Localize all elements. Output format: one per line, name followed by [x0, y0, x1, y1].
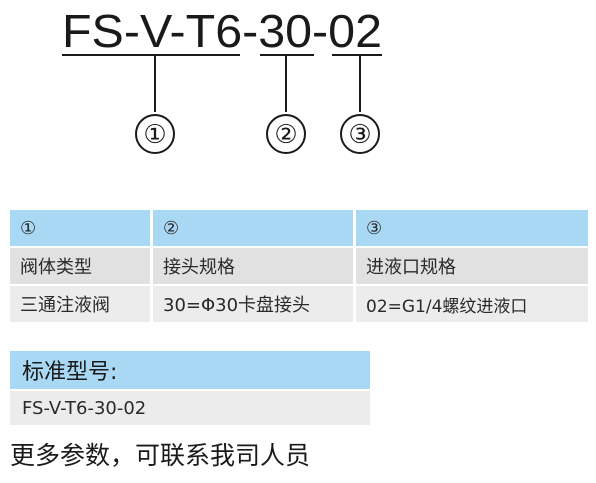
table-header-2: ② — [153, 210, 353, 246]
marker-2: ② — [274, 119, 297, 149]
table-value-2: 30=Φ30卡盘接头 — [153, 286, 353, 322]
standard-model-value: FS-V-T6-30-02 — [10, 391, 370, 425]
contact-note: 更多参数，可联系我司人员 — [10, 441, 311, 470]
marker-1: ① — [143, 119, 166, 149]
table-header-1: ① — [10, 210, 150, 246]
table-label-2: 接头规格 — [153, 248, 353, 284]
table-value-1: 三通注液阀 — [10, 286, 150, 322]
marker-3: ③ — [348, 119, 371, 149]
standard-model-title: 标准型号: — [10, 351, 370, 389]
model-code-diagram: FS-V-T6-30-02 ① ② ③ — [62, 5, 382, 154]
table-value-3: 02=G1/4螺纹进液口 — [356, 286, 588, 322]
table-header-3: ③ — [356, 210, 588, 246]
table-label-3: 进液口规格 — [356, 248, 588, 284]
model-code-text: FS-V-T6-30-02 — [62, 5, 382, 57]
table-label-1: 阀体类型 — [10, 248, 150, 284]
